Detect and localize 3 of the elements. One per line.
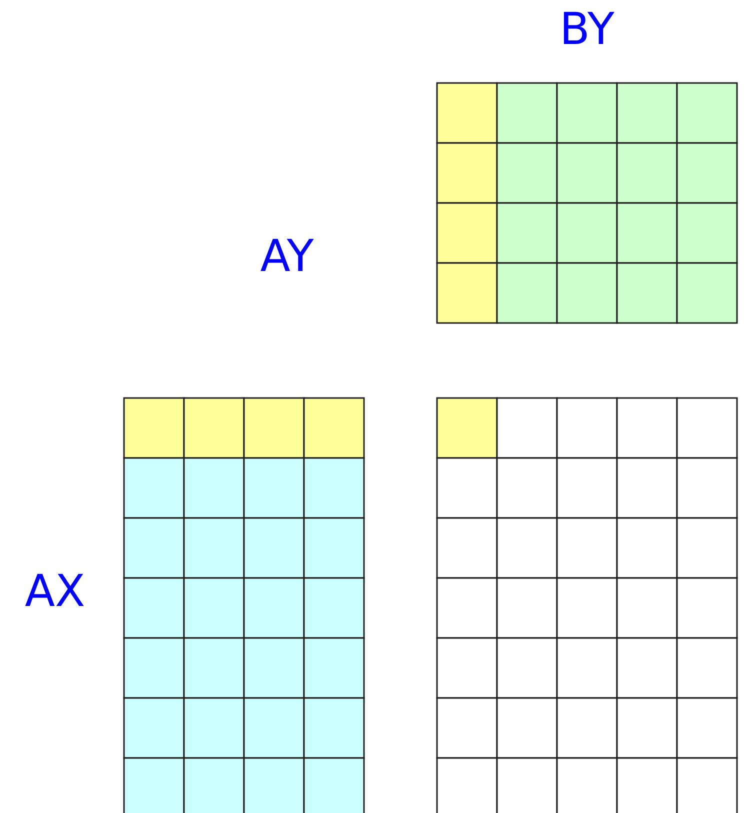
matrix-label: AX — [24, 570, 86, 614]
matrix-label: AY — [260, 235, 314, 279]
matrix-label: BY — [560, 8, 614, 52]
